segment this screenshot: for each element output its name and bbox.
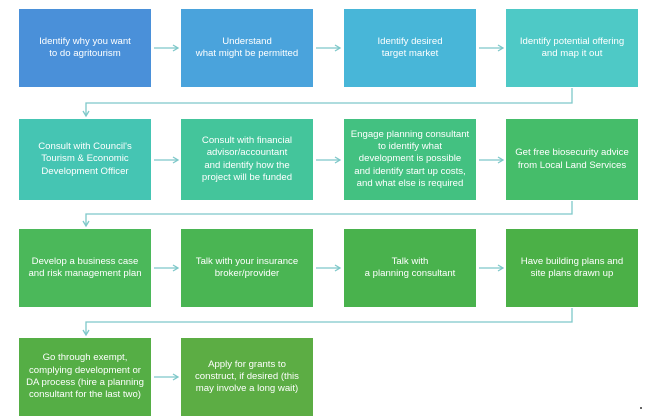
step-7-engage-planning-consultant: Engage planning consultant to identify w…: [344, 119, 476, 200]
arrow-8-9: [82, 201, 573, 228]
step-8-biosecurity-advice: Get free biosecurity advice from Local L…: [506, 119, 638, 200]
step-13-development-process: Go through exempt, complying development…: [19, 338, 151, 416]
step-3-identify-target-market: Identify desired target market: [344, 9, 476, 87]
arrow-12-13: [82, 308, 573, 337]
step-9-business-case: Develop a business case and risk managem…: [19, 229, 151, 307]
step-2-understand-permitted: Understand what might be permitted: [181, 9, 313, 87]
step-5-consult-council: Consult with Council's Tourism & Economi…: [19, 119, 151, 200]
arrow-4-5: [82, 88, 573, 118]
step-4-identify-offering: Identify potential offering and map it o…: [506, 9, 638, 87]
step-11-talk-planning-consultant: Talk with a planning consultant: [344, 229, 476, 307]
step-14-apply-for-grants: Apply for grants to construct, if desire…: [181, 338, 313, 416]
corner-dot: [640, 407, 642, 409]
step-12-building-plans: Have building plans and site plans drawn…: [506, 229, 638, 307]
step-6-consult-financial-advisor: Consult with financial advisor/accountan…: [181, 119, 313, 200]
step-1-identify-why: Identify why you want to do agritourism: [19, 9, 151, 87]
step-10-insurance-broker: Talk with your insurance broker/provider: [181, 229, 313, 307]
